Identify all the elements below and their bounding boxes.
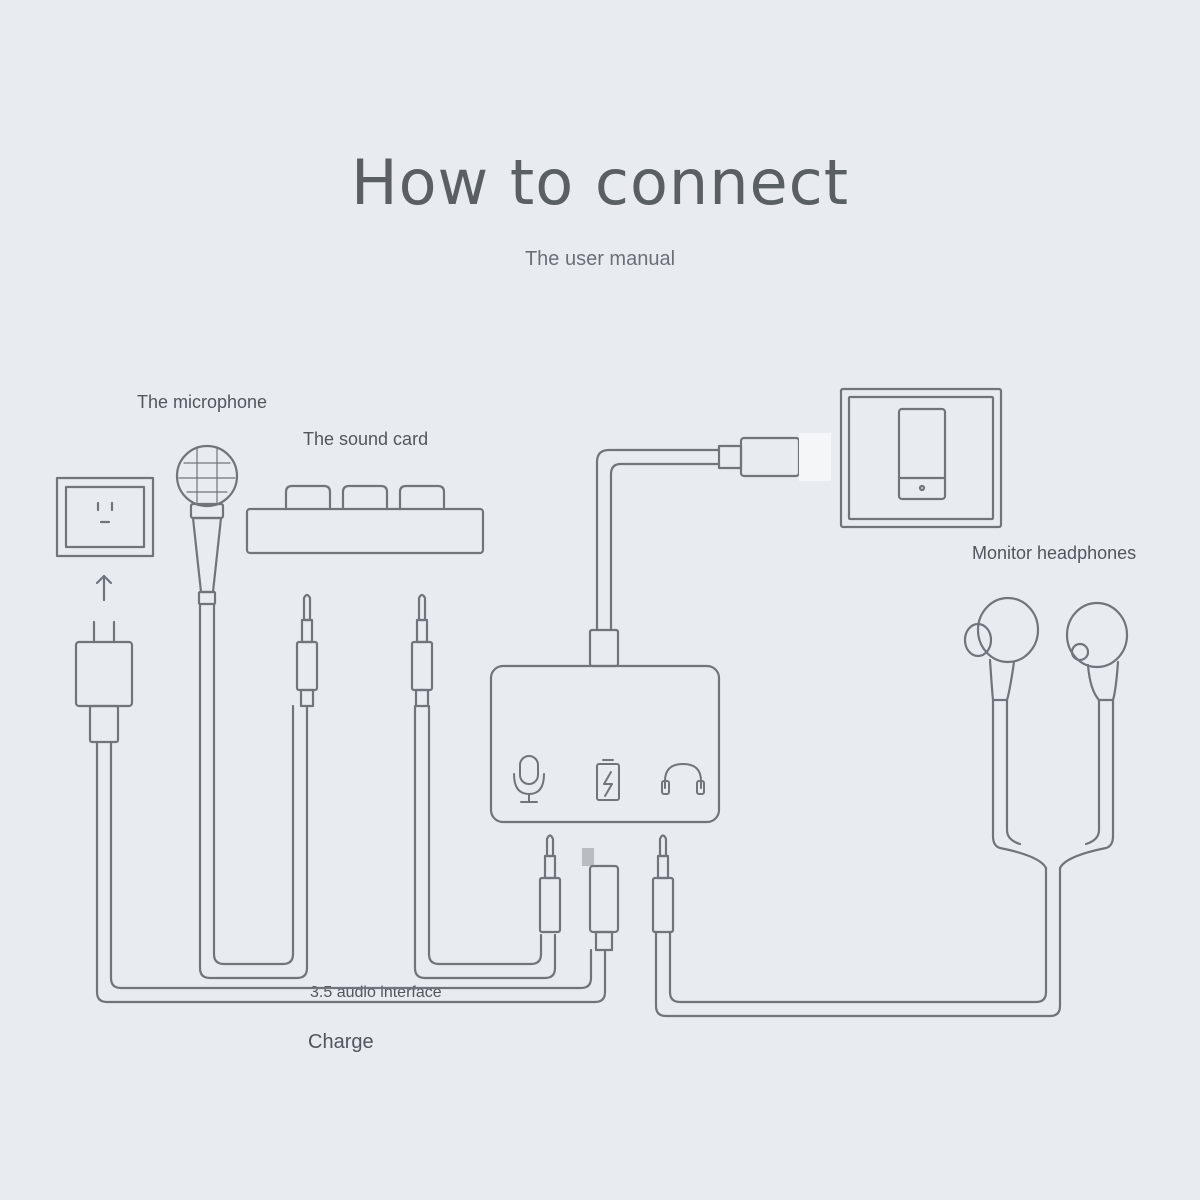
audio-jack-right — [412, 595, 432, 706]
arrow-up-icon — [97, 576, 111, 600]
adapter-charge-connector — [582, 848, 618, 950]
headphone-cable — [656, 700, 1113, 1016]
sound-card-cable — [415, 706, 555, 978]
label-charge: Charge — [308, 1031, 374, 1053]
headphones-icon — [662, 764, 704, 794]
power-socket-icon — [57, 478, 153, 556]
usb-adapter — [491, 630, 719, 822]
adapter-headphone-jack — [653, 836, 673, 933]
microphone-icon — [514, 756, 544, 802]
usb-c-cable — [597, 433, 831, 630]
battery-charge-icon — [597, 760, 619, 800]
page-subtitle: The user manual — [524, 248, 676, 270]
page-title: How to connect — [350, 146, 850, 219]
label-monitor-headphones: Monitor headphones — [972, 543, 1137, 563]
earbud-right — [1067, 603, 1127, 700]
microphone-illustration — [177, 446, 237, 604]
power-plug-icon — [76, 622, 132, 742]
label-sound-card: The sound card — [303, 429, 429, 449]
microphone-cable — [200, 604, 307, 978]
charge-cable — [97, 742, 605, 1002]
earbud-left — [965, 598, 1038, 700]
smartphone-icon — [841, 389, 1001, 527]
label-microphone: The microphone — [137, 392, 268, 412]
adapter-mic-jack — [540, 836, 560, 933]
sound-card-illustration — [247, 486, 483, 553]
audio-jack-left — [297, 595, 317, 706]
